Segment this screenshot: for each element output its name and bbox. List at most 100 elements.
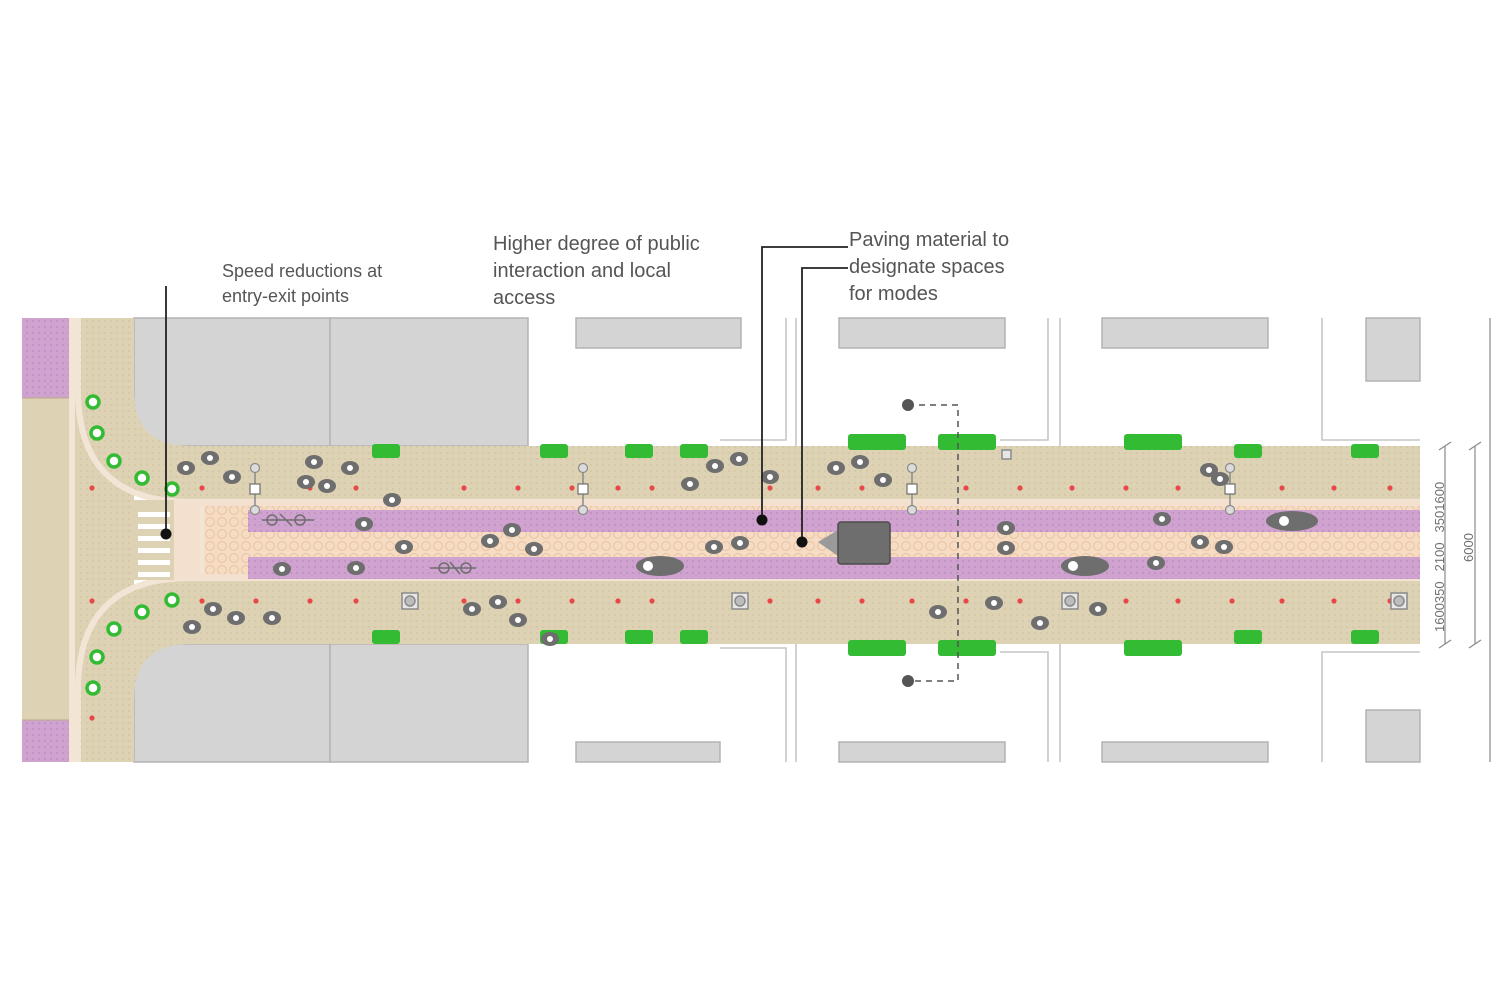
bollard-marker (461, 598, 467, 604)
pedestrian-icon (1211, 472, 1229, 486)
cross-street-lane-bottom (22, 720, 72, 762)
leader-dot-speed (160, 528, 172, 540)
bollard-marker (1331, 598, 1337, 604)
dimension-inner: 160035021003501600 (1432, 482, 1447, 632)
bollard-marker (1017, 598, 1023, 604)
pedestrian-icon (273, 562, 291, 576)
bollard-marker (909, 598, 915, 604)
bollard-marker (1123, 485, 1129, 491)
pedestrian-icon (827, 461, 845, 475)
pedestrian-icon (1153, 512, 1171, 526)
pedestrian-icon (997, 541, 1015, 555)
bollard-marker (859, 598, 865, 604)
bollard-marker (569, 598, 575, 604)
sidewalk-south (80, 580, 1420, 762)
pedestrian-icon (761, 470, 779, 484)
bollard-marker (649, 485, 655, 491)
bollard-marker (569, 485, 575, 491)
callout-leaders (165, 246, 848, 542)
bollard-marker (199, 485, 205, 491)
pedestrian-icon (1200, 463, 1218, 477)
pedestrian-icon (355, 517, 373, 531)
street-lamp-icon (577, 462, 589, 516)
pedestrian-icon (263, 611, 281, 625)
pedestrian-icon (318, 479, 336, 493)
pedestrian-icon (1147, 556, 1165, 570)
bollard-marker (767, 598, 773, 604)
pedestrian-icon (730, 452, 748, 466)
tree-grates (401, 449, 1408, 610)
callout-public-interaction: Higher degree of public interaction and … (493, 233, 700, 309)
sidewalk-north (80, 318, 1420, 500)
pedestrian-icon (985, 596, 1003, 610)
pedestrian-icon (341, 461, 359, 475)
pedestrian-icon (481, 534, 499, 548)
bollard-marker (353, 598, 359, 604)
bollard-marker (89, 598, 95, 604)
pedestrian-icon (297, 475, 315, 489)
bollard-marker (859, 485, 865, 491)
pedestrian-icon (177, 461, 195, 475)
pedestrian-icon (681, 477, 699, 491)
bollard-marker (515, 485, 521, 491)
cross-street-lane-top (22, 318, 72, 398)
pedestrian-icon (463, 602, 481, 616)
section-cut-marker-top (902, 399, 914, 411)
buildings-bottom (133, 643, 1421, 763)
pedestrian-icon (997, 521, 1015, 535)
bollard-marker (1175, 598, 1181, 604)
cart-vehicle-icon (818, 521, 891, 565)
pedestrian-icon (305, 455, 323, 469)
pedestrian-icon (183, 620, 201, 634)
pedestrian-icon (874, 473, 892, 487)
bollard-marker (515, 598, 521, 604)
pedestrian-icon (541, 632, 559, 646)
pedestrian-icon (1031, 616, 1049, 630)
bollard-marker (1331, 485, 1337, 491)
section-cut-line (908, 404, 959, 682)
bollard-marker (1017, 485, 1023, 491)
pedestrian-icon (1089, 602, 1107, 616)
bollard-marker (253, 598, 259, 604)
motorcycle-icon (636, 511, 1318, 576)
pedestrian-icon (201, 451, 219, 465)
lane-north (248, 510, 1420, 532)
pedestrian-icon (227, 611, 245, 625)
bollard-marker (199, 598, 205, 604)
street-lamps (249, 462, 1236, 516)
bollard-marker (1229, 598, 1235, 604)
leader-dot-public (756, 514, 768, 526)
corner-hedges (85, 394, 180, 696)
bollard-marker (615, 598, 621, 604)
pedestrian-icon (929, 605, 947, 619)
plot-boundaries (720, 318, 1420, 762)
street-lamp-icon (1224, 462, 1236, 516)
plant-beds-north (372, 434, 1379, 458)
bollard-marker (1279, 485, 1285, 491)
dimension-total: 6000 (1461, 533, 1476, 562)
bollard-marker (767, 485, 773, 491)
bollard-marker (1387, 485, 1393, 491)
pedestrian-icon (731, 536, 749, 550)
street-lamp-icon (906, 462, 918, 516)
bollard-marker (963, 485, 969, 491)
pedestrian-icon (1215, 540, 1233, 554)
pedestrian-icon (395, 540, 413, 554)
pedestrian-icon (509, 613, 527, 627)
bollard-marker (815, 485, 821, 491)
section-cut-marker-bottom (902, 675, 914, 687)
bollard-marker (1279, 598, 1285, 604)
pedestrian-icon (706, 459, 724, 473)
dimension-lines (1438, 318, 1491, 762)
street-lamp-icon (249, 462, 261, 516)
lane-south (248, 557, 1420, 579)
pedestrian-icon (204, 602, 222, 616)
bollard-marker (649, 598, 655, 604)
pedestrian-figures (177, 451, 1233, 646)
bollard-marker (1175, 485, 1181, 491)
bollard-marker (353, 485, 359, 491)
pedestrian-icon (223, 470, 241, 484)
crosswalk (134, 500, 174, 580)
bollard-marker (307, 598, 313, 604)
